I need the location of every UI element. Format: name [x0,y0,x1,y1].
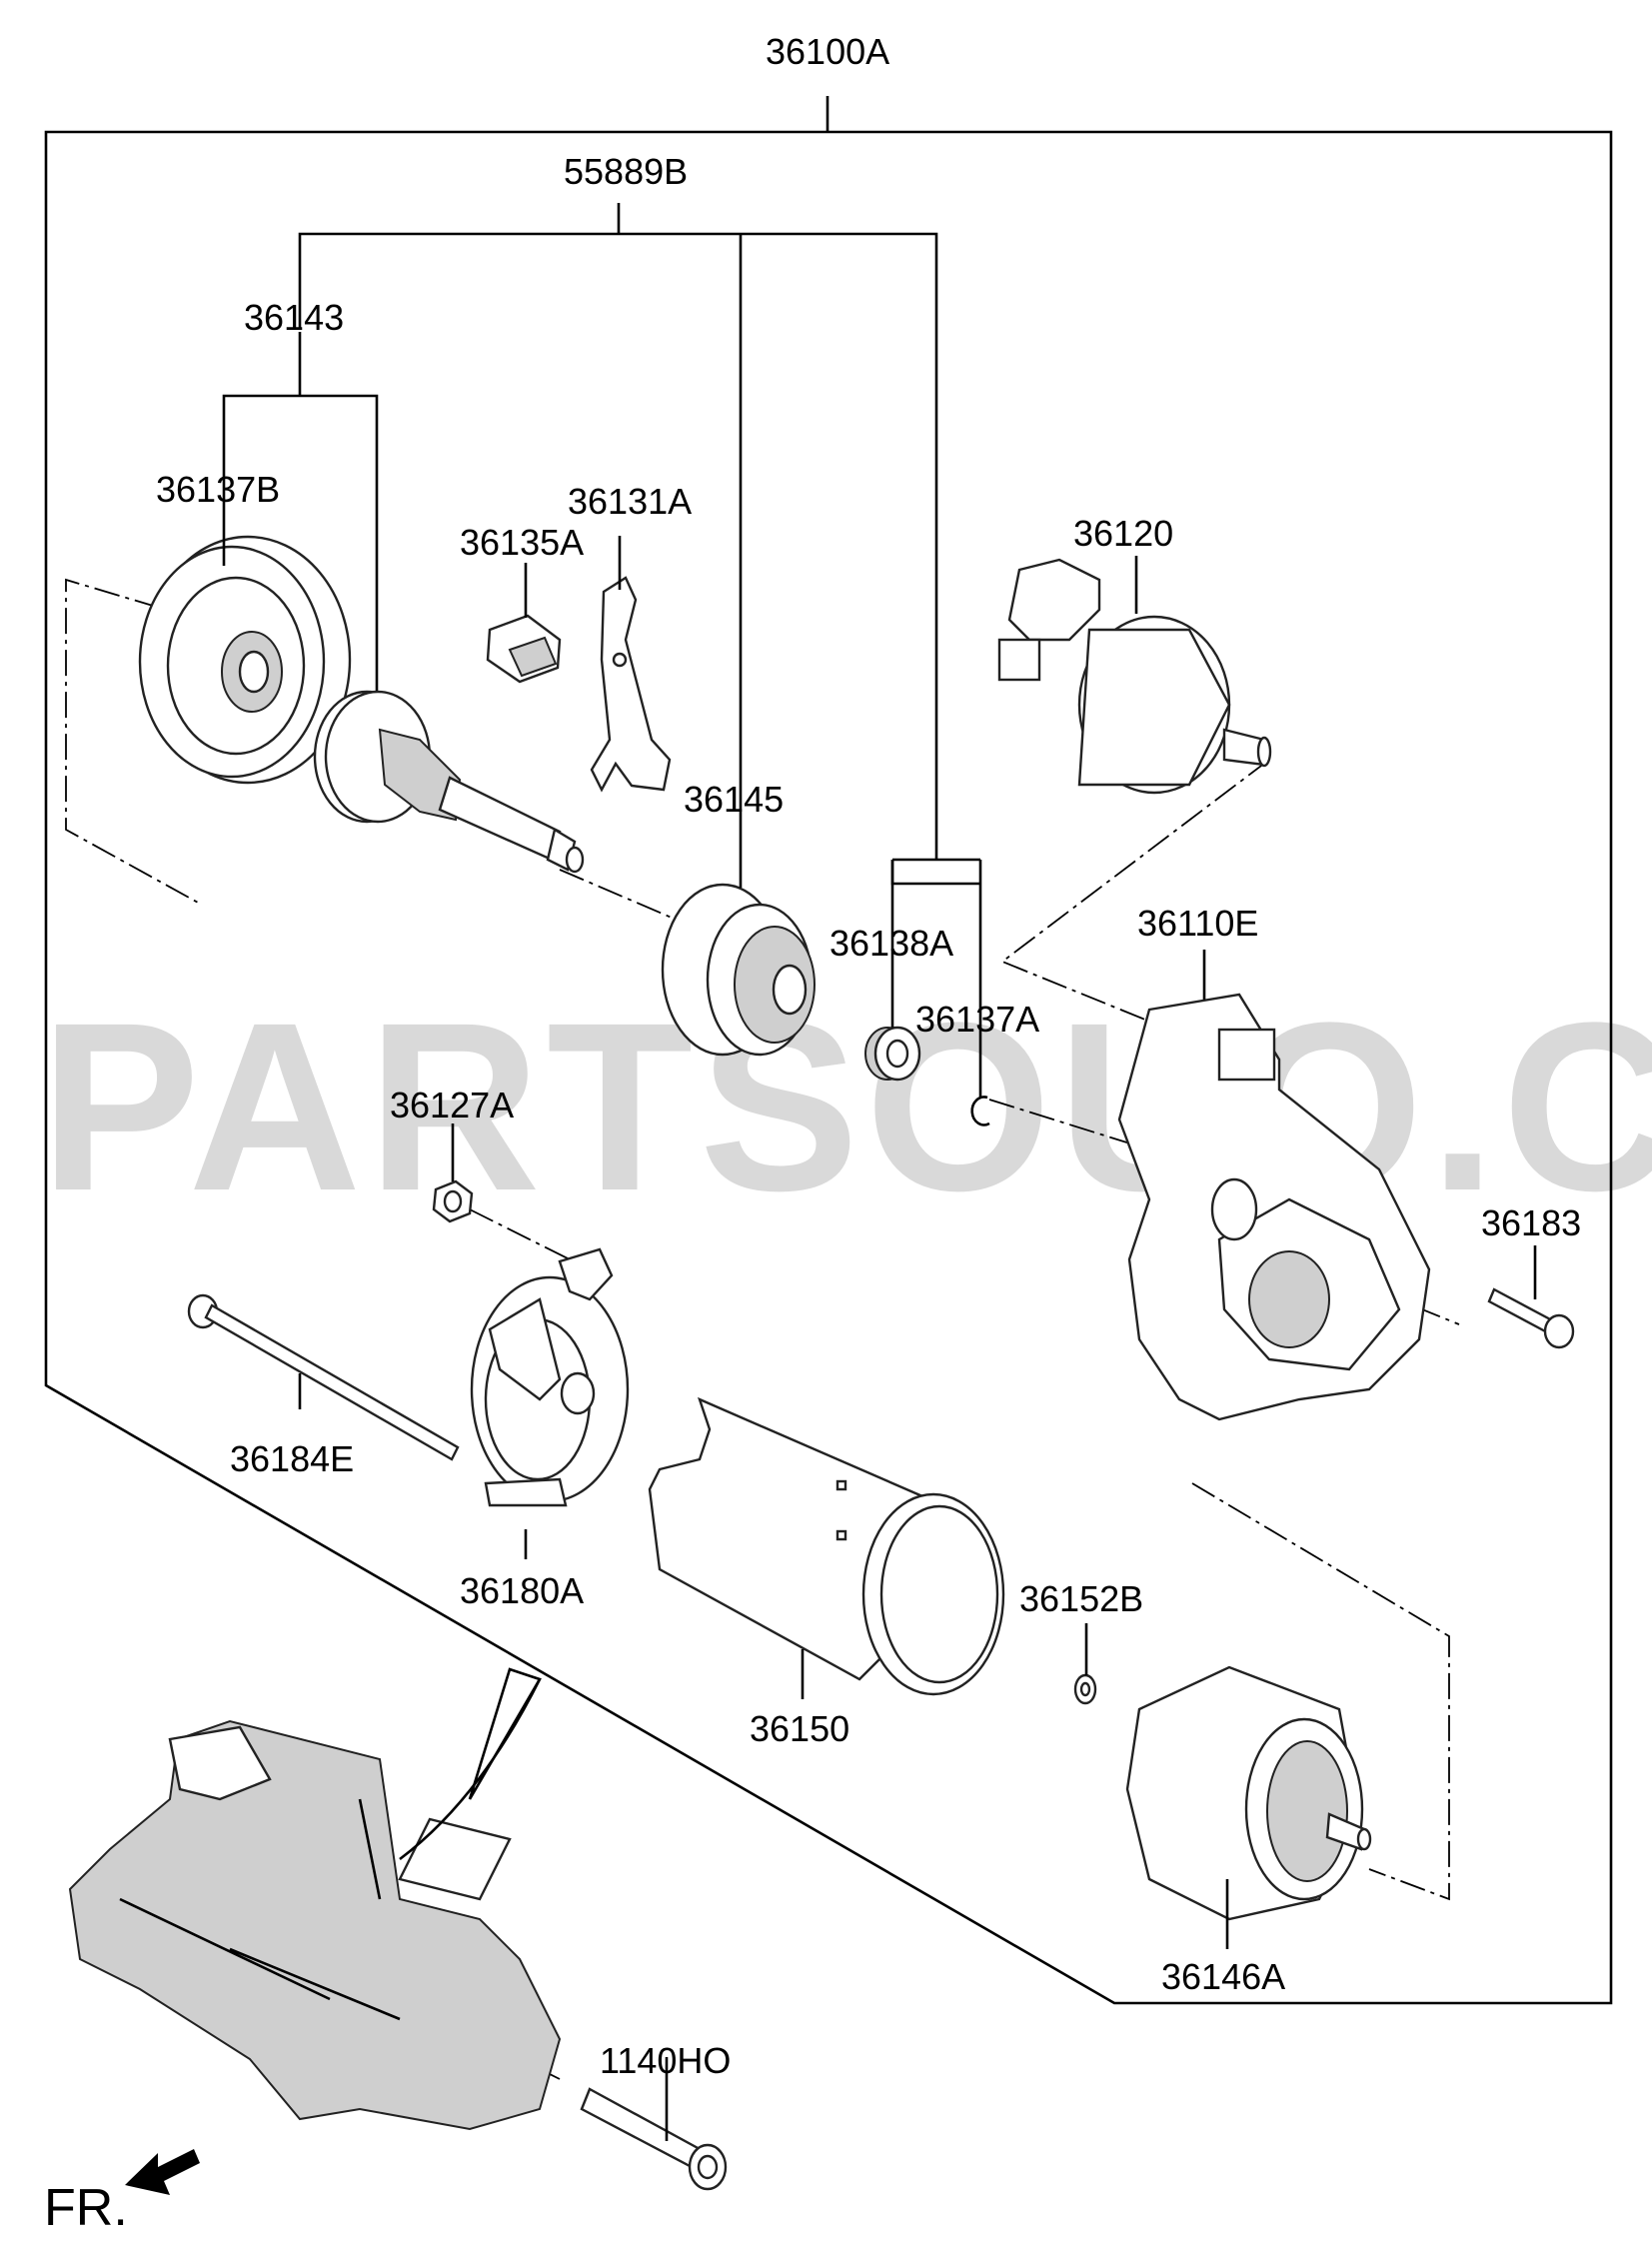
armature-part [1125,1665,1372,1921]
screw-part [1487,1287,1575,1349]
bushing-part [864,1026,921,1082]
label-36145: 36145 [684,779,784,820]
housing-part [1117,993,1431,1421]
through-bolt-part [187,1293,460,1461]
starter-motor-assembly [68,1667,562,2131]
mount-bolt-part [580,2087,728,2191]
label-36135A: 36135A [460,522,584,563]
label-36183: 36183 [1481,1202,1581,1243]
label-36137A: 36137A [915,999,1039,1040]
label-36120: 36120 [1073,513,1173,554]
watermark: PARTSOUQ.COM [40,973,1652,1240]
leader-lines [222,528,1537,2141]
label-36100A: 36100A [766,31,889,72]
label-36138A: 36138A [829,923,953,964]
label-36131A: 36131A [568,481,692,522]
nut-part [432,1179,474,1223]
label-1140HO: 1140HO [600,2040,731,2081]
front-label: FR. [44,2179,128,2237]
washer-part [1073,1673,1097,1705]
label-36110E: 36110E [1137,903,1258,944]
label-36180A: 36180A [460,1570,584,1611]
holder-brush-part [486,614,562,684]
clutch-assy-part [313,690,585,874]
front-arrow-icon [125,2149,200,2195]
label-36143: 36143 [244,297,344,338]
solenoid-part [997,558,1272,795]
yoke-cover-part [138,535,352,785]
label-55889B: 55889B [564,151,688,192]
label-36137B: 36137B [156,469,280,510]
label-36184E: 36184E [230,1438,354,1479]
assembly-outline [44,96,1613,2005]
brush-holder-part [470,1247,630,1507]
pinion-part [661,883,816,1057]
part-labels: 36100A 55889B 36143 36137B 36135A 36131A… [156,31,1581,2081]
lever-part [590,576,672,793]
label-36150: 36150 [750,1708,849,1749]
yoke-part [648,1396,1005,1696]
label-36127A: 36127A [390,1085,514,1126]
label-36146A: 36146A [1161,1956,1285,1997]
label-36152B: 36152B [1019,1578,1143,1619]
front-orientation-marker: FR. [44,2149,200,2237]
